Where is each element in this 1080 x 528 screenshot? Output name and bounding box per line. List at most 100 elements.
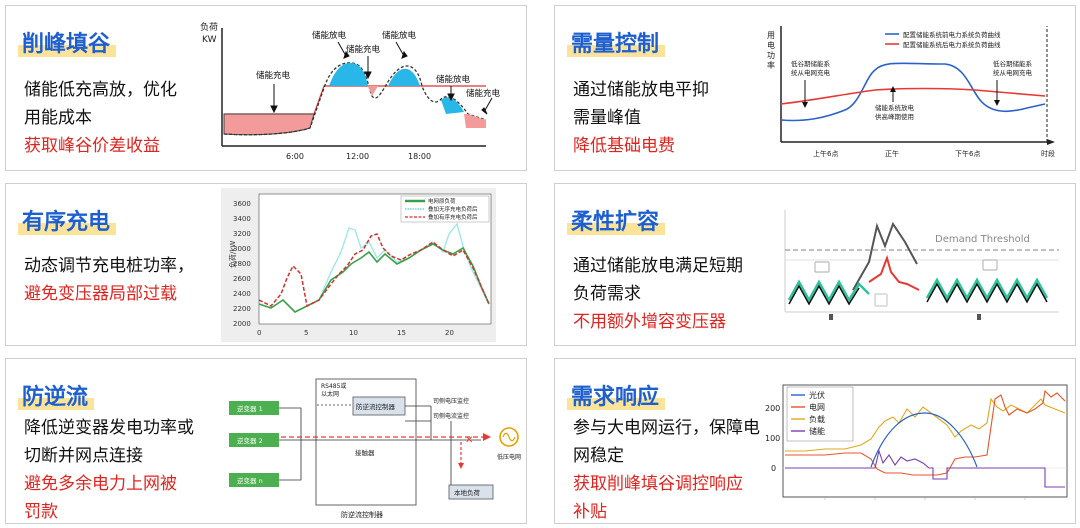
x-tick: 20: [445, 329, 454, 337]
annotation-label: 储能放电: [312, 30, 347, 41]
inverter-box: [229, 401, 279, 415]
monitor-label: 司侧电压监控: [433, 397, 469, 405]
series-ordered: [258, 233, 490, 308]
annotation-label: 低谷期储能系: [791, 59, 831, 68]
legend-entry: 叠加有序充电负荷后: [428, 213, 478, 221]
load-curve-after: [780, 87, 1046, 105]
grid-label: 低压电网: [497, 453, 521, 461]
y-unit-label: KW: [202, 35, 217, 45]
panel-title: 削峰填谷: [18, 26, 117, 58]
y-tick: 3000: [233, 245, 251, 253]
demand-control-chart: 用 电 功 率 配置储能系统前电力系统负荷曲线 配置储能系统后电力系统负荷曲线 …: [767, 26, 1055, 158]
panel-anti-backflow: 防逆流 降低逆变器发电功率或 切断并网点连接 避免多余电力上网被 罚款 防逆流控…: [5, 358, 527, 524]
svg-text:本地负荷: 本地负荷: [454, 488, 481, 497]
y-axis-label: 电: [767, 40, 775, 50]
legend-entry: 光伏: [809, 390, 825, 400]
discharge-fill: [388, 68, 420, 86]
annotation-label: 供高峰期使用: [875, 112, 914, 121]
y-axis-label: 功: [767, 50, 775, 60]
panel-demand-response: 需求响应 参与大电网运行，保障电 网稳定 获取削峰填谷调控响应 补贴 200 1…: [554, 358, 1076, 524]
contactor-label: 接触器: [355, 448, 375, 457]
y-tick: 200: [765, 404, 780, 413]
discharge-fill: [329, 62, 368, 86]
svg-text:逆变器 n: 逆变器 n: [237, 476, 263, 485]
panel-flexible-expansion: 柔性扩容 通过储能放电满足短期 负荷需求 不用额外增容变压器 Demand Th…: [554, 183, 1076, 346]
x-tick: 12:00: [346, 152, 369, 161]
panel-title: 有序充电: [18, 204, 117, 236]
legend-entry: 电网原负荷: [428, 197, 456, 205]
y-axis-label: 负荷/kW: [228, 241, 237, 268]
battery-icon: [874, 293, 888, 307]
series-storage: [785, 448, 1065, 488]
panel-ordered-charging: 有序充电 动态调节充电桩功率， 避免变压器局部过载 负荷/kW 3600 340…: [5, 183, 527, 346]
y-tick: 0: [771, 464, 776, 473]
annotation-label: 储能充电: [466, 88, 501, 99]
y-tick: 3600: [233, 200, 251, 208]
legend-entry: 负载: [809, 414, 825, 424]
x-tick: 上午6点: [813, 149, 838, 158]
load-curve: [223, 62, 487, 136]
threshold-label: Demand Threshold: [935, 234, 1030, 245]
panel-title: 需量控制: [567, 26, 666, 58]
y-tick: 2200: [233, 305, 251, 313]
y-tick: 2600: [233, 275, 251, 283]
x-tick: 18:00: [408, 152, 431, 161]
comm-label: RS485或: [321, 382, 346, 390]
inverter-box: [229, 433, 279, 447]
demand-response-chart: 200 100 0 光伏 电网 负载 储能: [765, 384, 1068, 500]
y-tick: 2800: [233, 260, 251, 268]
ordered-charging-chart: 负荷/kW 3600 3400 3200 3000 2800 2600 2400…: [221, 188, 496, 342]
panel-peak-shaving: 削峰填谷 储能低充高放，优化 用能成本 获取峰谷价差收益 负荷 KW 储能放电 …: [5, 5, 527, 171]
x-tick: 正午: [885, 149, 899, 158]
grid-supply-curve: [787, 277, 1049, 303]
charge-fill: [464, 114, 486, 128]
svg-text:逆变器 2: 逆变器 2: [237, 436, 263, 445]
x-tick: 下午6点: [955, 149, 980, 158]
panel-description: 参与大电网运行，保障电 网稳定 获取削峰填谷调控响应 补贴: [573, 418, 760, 522]
series-grid: [785, 389, 1066, 476]
peak-valley-chart: 负荷 KW 储能放电 储能放电 储能充电 储能充电 储能放电 储能充电 6:00…: [200, 21, 501, 161]
annotation-label: 储能放电: [436, 74, 471, 85]
annotation-label: 储能充电: [256, 70, 291, 81]
panel-description: 动态调节充电桩功率， 避免变压器局部过载: [24, 256, 194, 304]
series-pv: [870, 412, 978, 468]
local-load-box: [448, 484, 494, 500]
y-tick: 3400: [233, 215, 251, 223]
controller-label: 防逆流控制器: [356, 402, 396, 411]
panel-description: 储能低充高放，优化 用能成本 获取峰谷价差收益: [24, 80, 177, 156]
legend-entry: 电网: [809, 402, 825, 412]
battery-icon: [982, 259, 998, 271]
panel-description: 通过储能放电满足短期 负荷需求 不用额外增容变压器: [573, 256, 743, 332]
comm-label: 以太网: [321, 390, 339, 398]
annotation-label: 储能充电: [346, 44, 381, 55]
discharge-fill: [441, 97, 464, 114]
legend-entry: 配置储能系统前电力系统负荷曲线: [903, 30, 1001, 39]
charge-fill: [223, 113, 315, 136]
panel-title: 防逆流: [18, 379, 95, 411]
svg-text:逆变器 1: 逆变器 1: [237, 404, 263, 413]
annotation-label: 储能放电: [382, 30, 417, 41]
y-unit-label: 负荷: [200, 21, 218, 33]
anti-backflow-diagram: 防逆流控制器 RS485或 以太网 防逆流控制器 逆变器 1 逆变器 2 逆变器…: [229, 378, 521, 519]
load-curve-before: [780, 62, 1046, 122]
monitor-label: 司侧电流监控: [433, 412, 469, 420]
series-base: [258, 243, 490, 313]
flexible-expansion-chart: Demand Threshold: [784, 210, 1059, 320]
x-tick: 5: [304, 329, 308, 337]
legend-entry: 叠加无序充电负荷后: [428, 205, 478, 213]
panel-description: 降低逆变器发电功率或 切断并网点连接 避免多余电力上网被 罚款: [24, 418, 194, 522]
inverter-box: [229, 473, 279, 487]
x-tick: 0: [257, 329, 261, 337]
load-curve-red: [868, 254, 920, 291]
panel-description: 通过储能放电平抑 需量峰值 降低基础电费: [573, 80, 709, 156]
y-axis-label: 用: [767, 31, 775, 40]
x-tick: 时段: [1041, 149, 1055, 158]
y-tick: 2000: [233, 320, 251, 328]
y-axis-label: 率: [767, 60, 775, 70]
load-curve-gray: [852, 221, 918, 291]
cross-icon: ✕: [465, 435, 473, 446]
y-tick: 2400: [233, 290, 251, 298]
box-label: 防逆流控制器: [341, 510, 383, 519]
panel-title: 需求响应: [567, 379, 666, 411]
x-tick: 15: [397, 329, 406, 337]
